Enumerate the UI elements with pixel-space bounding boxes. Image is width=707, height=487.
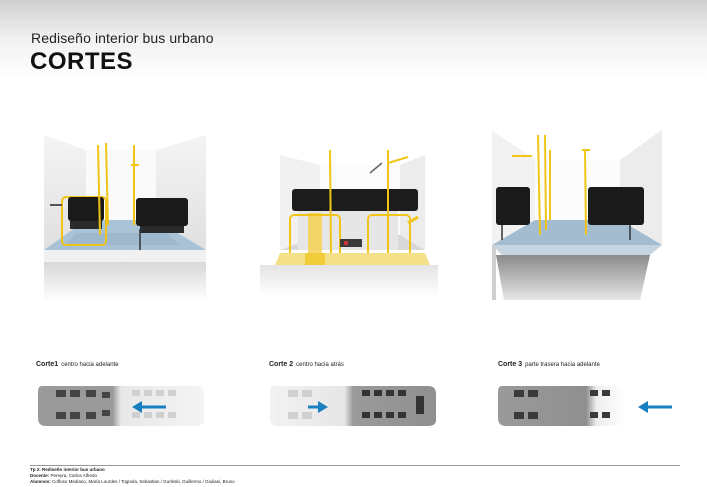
arrow-left-icon <box>132 401 166 413</box>
footer-docente-value: Pereyra, Carlos Alfredo <box>49 473 98 478</box>
footer-alumnos-value: Coffoso Mediano, María Lourdes / Tognola… <box>50 479 235 484</box>
plan-view-corte-3 <box>496 382 672 428</box>
footer-alumnos-label: Alumnos: <box>30 479 51 484</box>
caption-description: centro hacia atrás <box>296 362 344 368</box>
plan-view-corte-1 <box>36 382 212 428</box>
caption-number: Corte1 <box>36 361 59 368</box>
footer-credits: Tp 2: Rediseño interior bus urbano Docen… <box>30 467 235 485</box>
arrow-left-icon <box>638 401 672 413</box>
footer-project-title: Tp 2: Rediseño interior bus urbano <box>30 467 105 472</box>
page-title: CORTES <box>30 48 134 75</box>
footer-divider <box>30 465 680 466</box>
render-corte-1 <box>36 125 212 303</box>
render-corte-3 <box>490 130 668 302</box>
footer-docente-label: Docente: <box>30 473 50 478</box>
render-corte-2 <box>260 145 438 300</box>
caption-number: Corte 2 <box>269 361 294 368</box>
caption-number: Corte 3 <box>498 361 523 368</box>
plan-view-corte-2 <box>268 382 444 428</box>
arrow-right-icon <box>308 401 328 413</box>
caption-description: centro hacia adelante <box>61 362 119 368</box>
page-subtitle: Rediseño interior bus urbano <box>31 30 214 46</box>
caption-description: parte trasera hacia adelante <box>525 362 600 368</box>
